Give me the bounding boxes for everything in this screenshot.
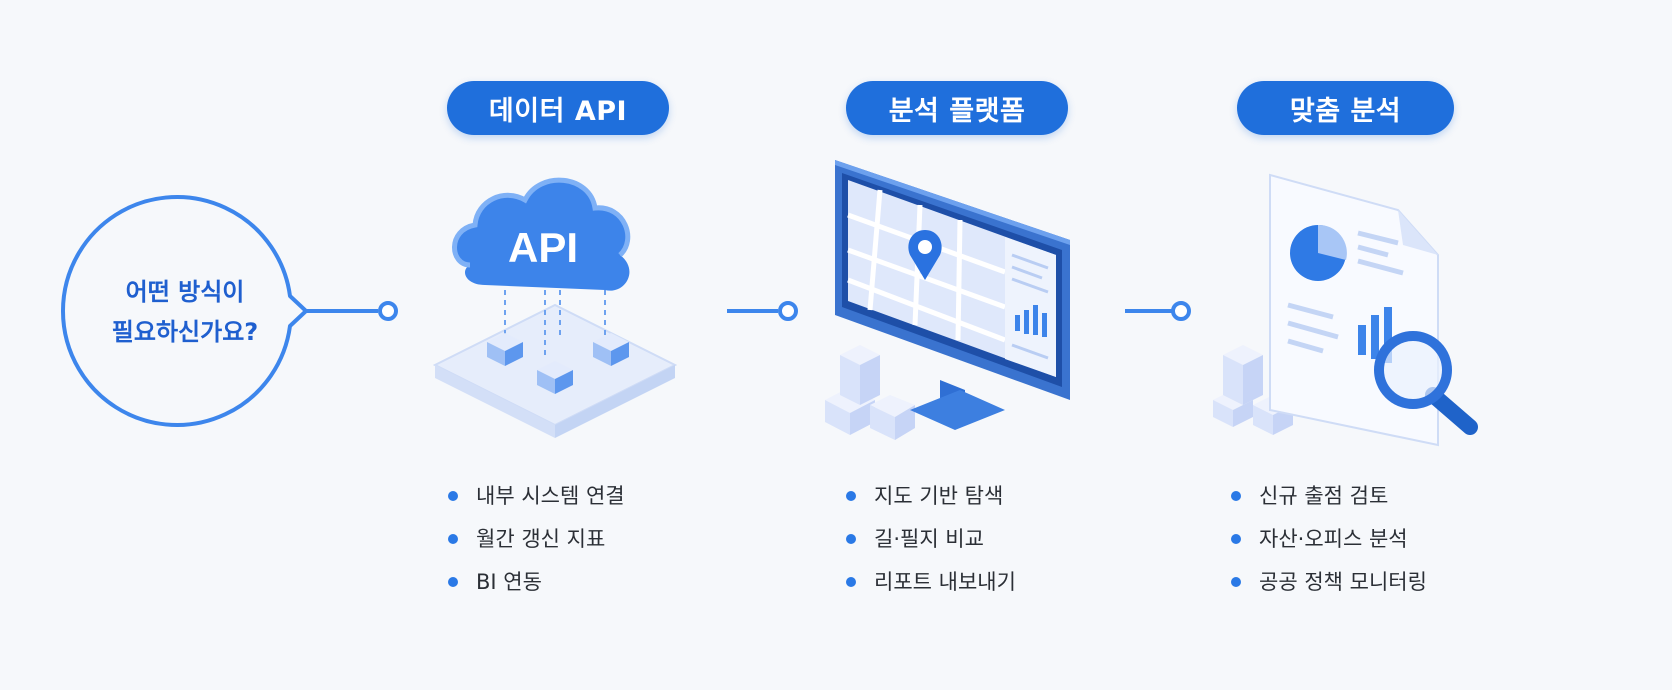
option-title-data-api[interactable]: 데이터 API — [447, 81, 669, 135]
list-item: 길·필지 비교 — [844, 524, 1016, 567]
bullet-dot — [448, 491, 458, 501]
list-item: 내부 시스템 연결 — [446, 481, 625, 524]
list-item: 월간 갱신 지표 — [446, 524, 625, 567]
question-text: 어떤 방식이 필요하신가요? — [70, 272, 300, 352]
question-bubble — [60, 195, 308, 427]
option-title-analysis-platform[interactable]: 분석 플랫폼 — [846, 81, 1068, 135]
bullet-dot — [448, 534, 458, 544]
option-items-analysis-platform: 지도 기반 탐색 길·필지 비교 리포트 내보내기 — [844, 481, 1016, 610]
option-title-custom-analysis[interactable]: 맞춤 분석 — [1237, 81, 1454, 135]
connector-node-3 — [1171, 301, 1191, 321]
cloud-api-icon: API — [432, 177, 678, 438]
connector-node-2 — [778, 301, 798, 321]
bullet-dot — [846, 534, 856, 544]
list-item: BI 연동 — [446, 567, 625, 610]
bullet-dot — [1231, 534, 1241, 544]
bullet-dot — [1231, 577, 1241, 587]
report-magnifier-icon — [1213, 173, 1478, 447]
option-items-custom-analysis: 신규 출점 검토 자산·오피스 분석 공공 정책 모니터링 — [1229, 481, 1427, 610]
question-line-2: 필요하신가요? — [111, 318, 259, 346]
question-line-1: 어떤 방식이 — [125, 278, 245, 306]
list-item: 지도 기반 탐색 — [844, 481, 1016, 524]
connector-node-1 — [378, 301, 398, 321]
bullet-dot — [846, 491, 856, 501]
bullet-dot — [448, 577, 458, 587]
list-item: 공공 정책 모니터링 — [1229, 567, 1427, 610]
cloud-api-label: API — [508, 224, 578, 271]
bullet-dot — [846, 577, 856, 587]
list-item: 신규 출점 검토 — [1229, 481, 1427, 524]
map-dashboard-monitor-icon — [825, 160, 1070, 440]
list-item: 리포트 내보내기 — [844, 567, 1016, 610]
list-item: 자산·오피스 분석 — [1229, 524, 1427, 567]
bullet-dot — [1231, 491, 1241, 501]
option-items-data-api: 내부 시스템 연결 월간 갱신 지표 BI 연동 — [446, 481, 625, 610]
